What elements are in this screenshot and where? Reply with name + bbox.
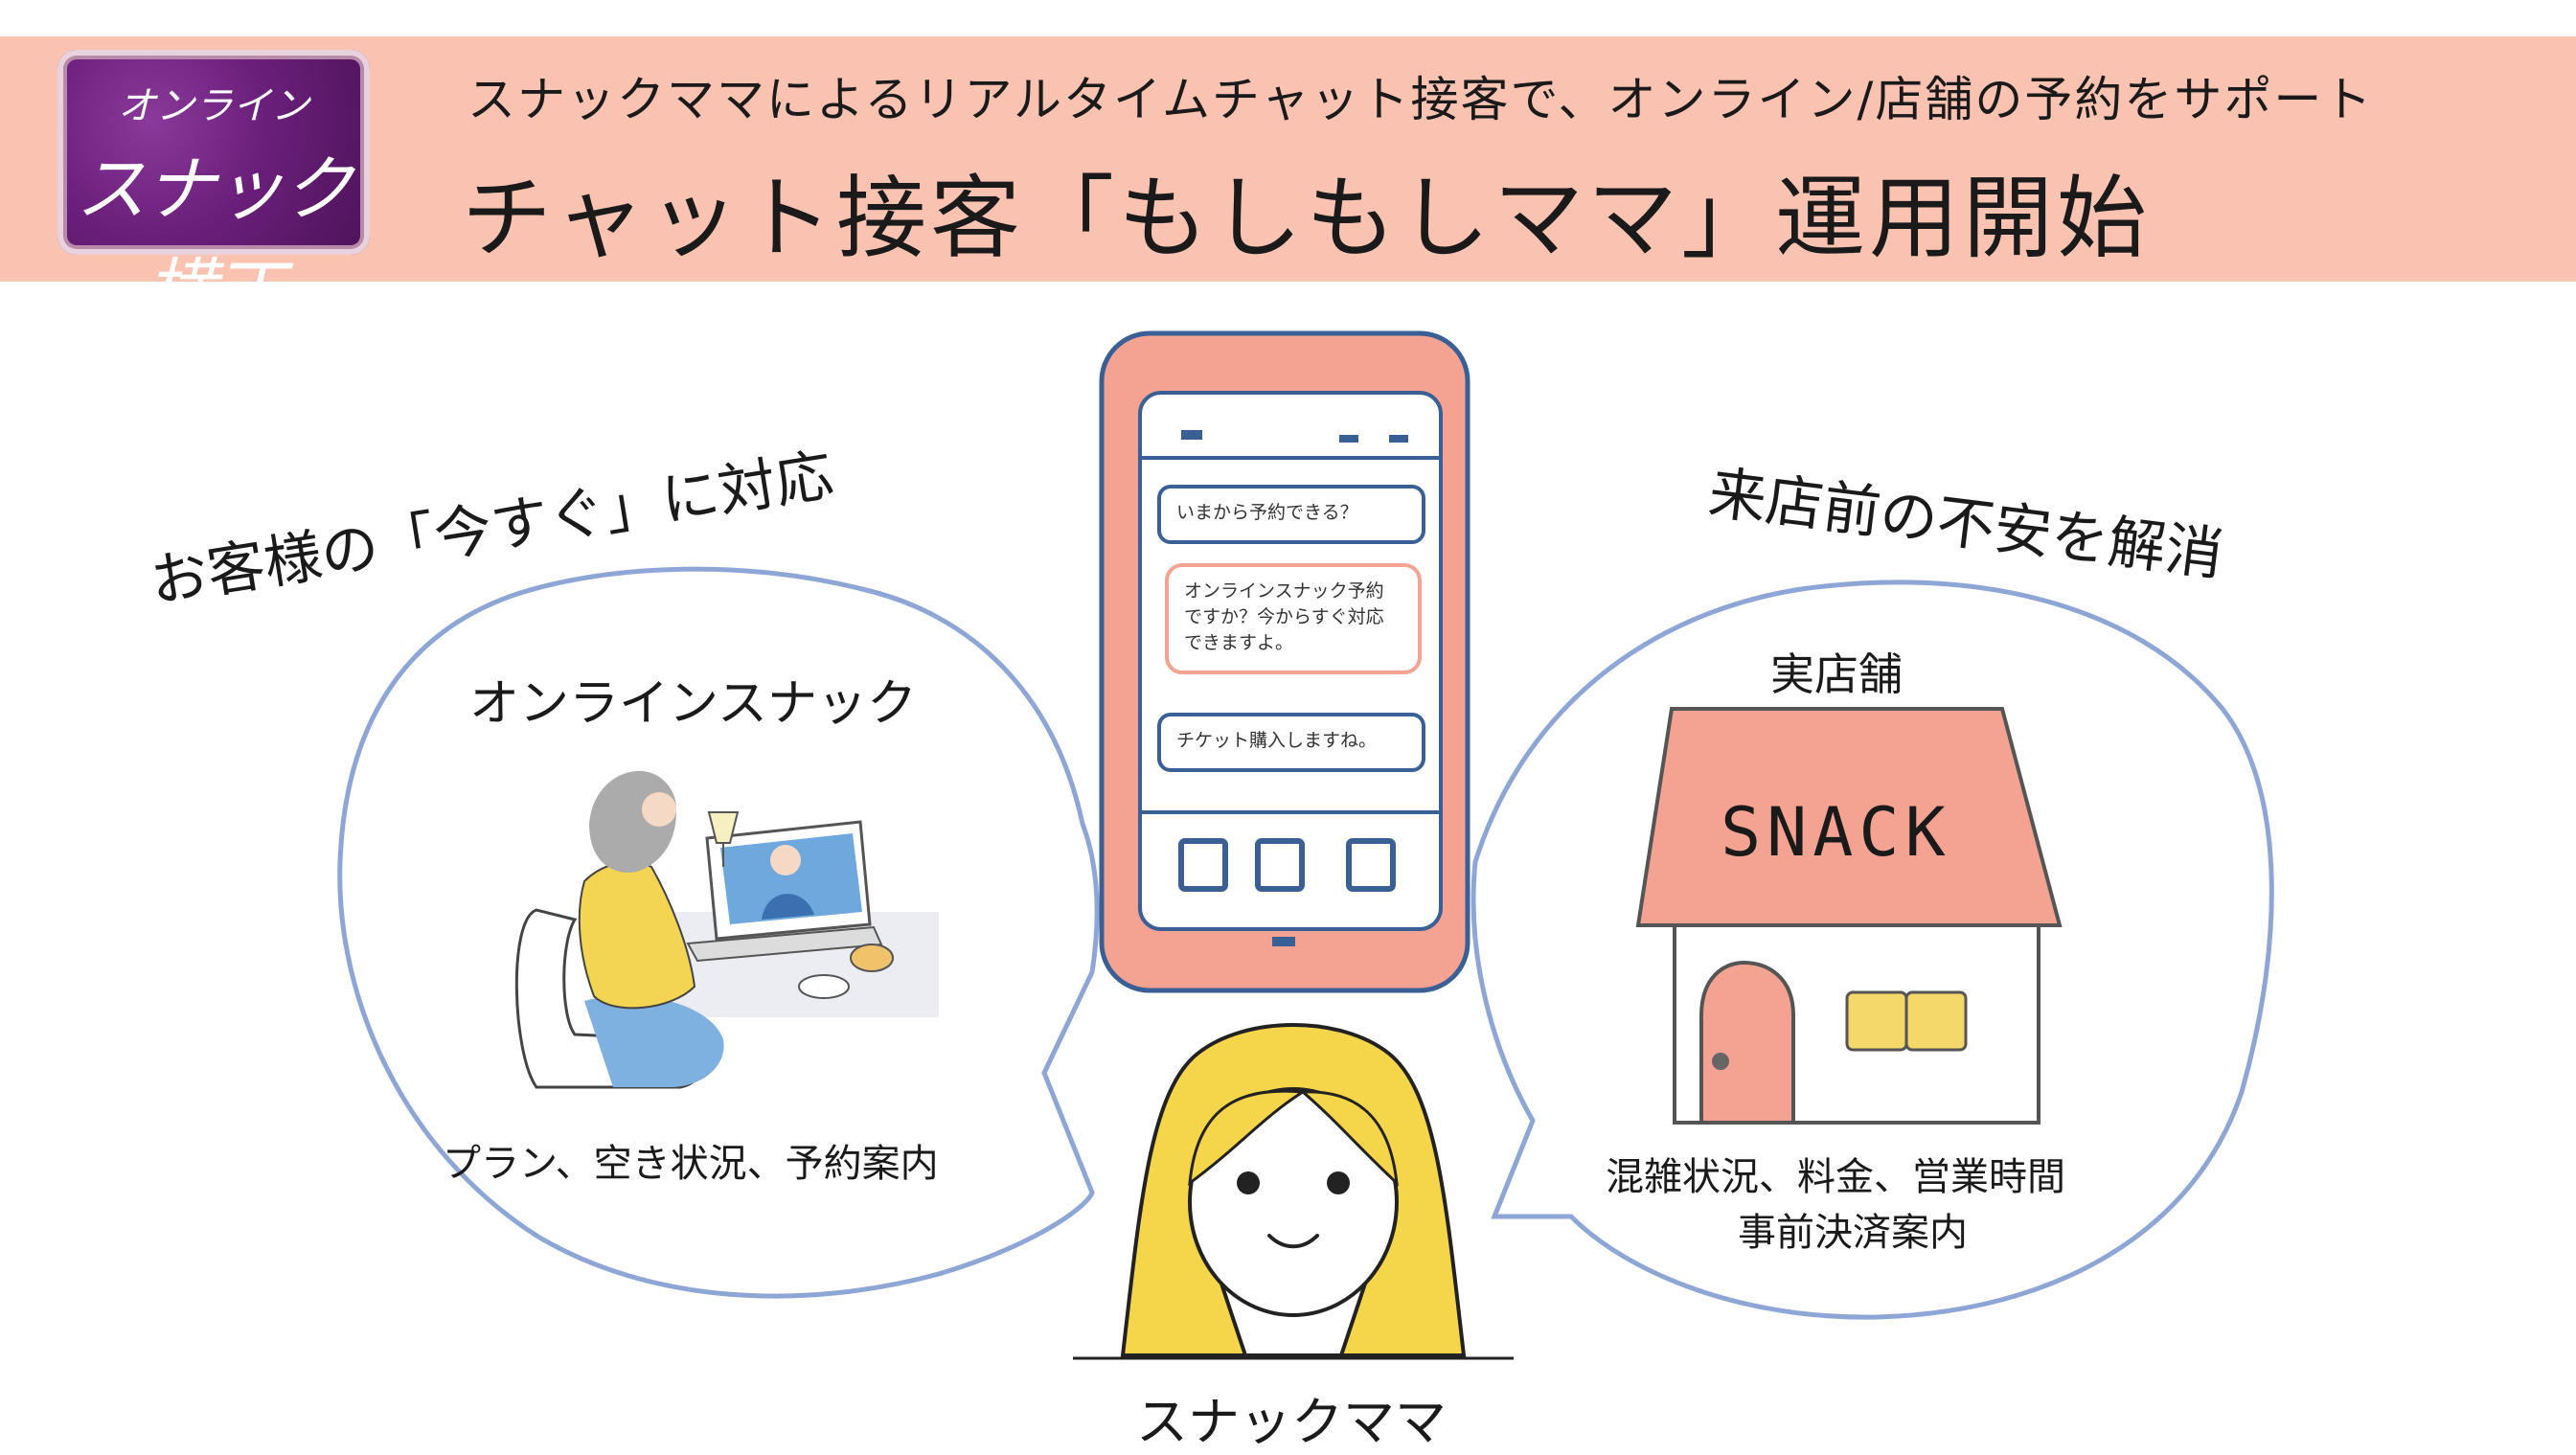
chat-message-2-line2: ですか？今からすぐ対応 — [1184, 606, 1384, 627]
chat-message-1: いまから予約できる？ — [1176, 502, 1358, 523]
smartphone — [1099, 330, 1470, 993]
chat-message-2-line3: できますよ。 — [1184, 632, 1294, 653]
online-snack-label: オンラインスナック — [469, 675, 917, 733]
logo-line2: スナック横丁 — [76, 148, 353, 333]
real-store-caption-line2: 事前決済案内 — [1738, 1211, 1968, 1255]
header-banner — [0, 36, 2576, 282]
snack-house — [1635, 707, 2063, 1125]
logo-line1: オンライン — [118, 84, 309, 128]
chat-message-3: チケット購入しますね。 — [1176, 730, 1378, 751]
chat-message-2-line1: オンラインスナック予約 — [1184, 580, 1384, 602]
mama-label: スナックママ — [1136, 1392, 1447, 1452]
page-title: チャット接客「もしもしママ」運用開始 — [462, 167, 2152, 271]
snack-sign: SNACK — [1721, 793, 1951, 872]
real-store-label: 実店舗 — [1770, 648, 1903, 700]
header-subtitle: スナックママによるリアルタイムチャット接客で、オンライン/店舗の予約をサポート — [467, 72, 2374, 127]
online-snack-caption: プラン、空き状況、予約案内 — [443, 1142, 939, 1186]
online-snack-illustration — [514, 770, 939, 1089]
logo: オンライン スナック横丁 — [57, 50, 370, 333]
real-store-caption-line1: 混雑状況、料金、営業時間 — [1606, 1155, 2065, 1199]
snack-mama-illustration — [1073, 1023, 1514, 1360]
